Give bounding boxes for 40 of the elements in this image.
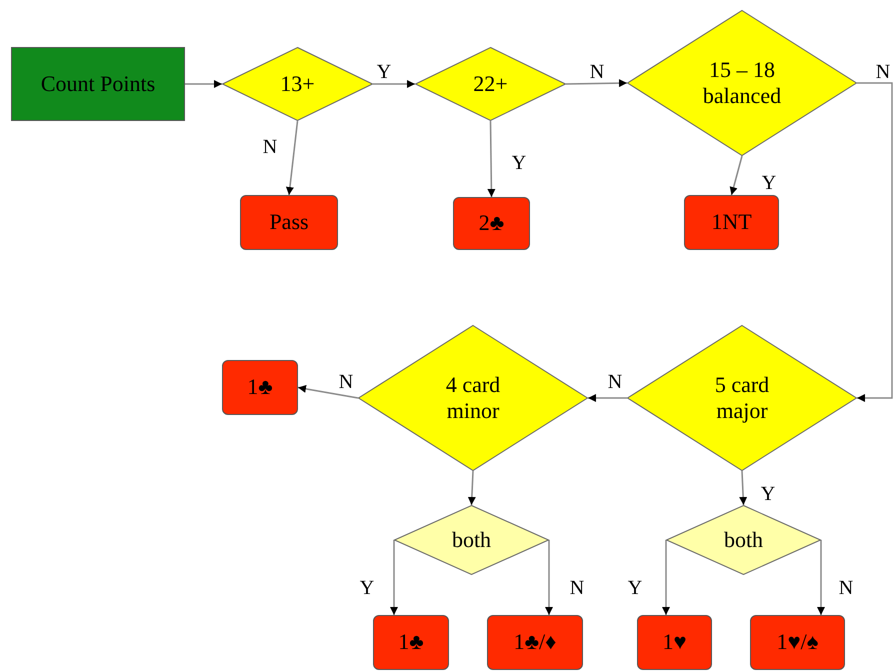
node-label: 15 – 18 balanced [702, 56, 782, 110]
node-label: Count Points [40, 70, 156, 98]
arrow [739, 470, 748, 506]
arrow [566, 79, 628, 88]
arrow [487, 120, 496, 198]
arrow [286, 120, 298, 196]
node-label: both [452, 526, 492, 554]
node-label: 4 card minor [444, 372, 502, 424]
node-label: 1♣/♦ [514, 629, 556, 656]
result-box [684, 195, 779, 250]
arrow [857, 82, 893, 402]
node-label: 2♣ [478, 210, 504, 237]
result-box [487, 615, 583, 670]
arrow [298, 384, 358, 399]
result-box [637, 615, 712, 670]
arrow [662, 540, 670, 615]
node-label: 1♥ [662, 629, 687, 656]
node-label: 13+ [280, 70, 315, 98]
node-label: 1♣ [247, 374, 273, 401]
node-label: 1♣ [398, 629, 424, 656]
start-box [11, 47, 185, 121]
node-label: Pass [269, 209, 309, 236]
node-label: 1NT [711, 209, 752, 236]
arrow [185, 80, 222, 88]
node-label: 1♥/♠ [776, 629, 818, 656]
node-label: 5 card major [714, 372, 770, 424]
result-box [453, 197, 530, 250]
arrow [588, 394, 627, 402]
arrow [390, 540, 398, 615]
result-box [222, 360, 298, 415]
result-box [750, 615, 845, 670]
arrow [468, 470, 476, 506]
arrow [373, 80, 415, 88]
node-label: 22+ [473, 70, 508, 98]
arrow [817, 540, 825, 615]
result-box [373, 615, 449, 670]
node-label: both [724, 526, 764, 554]
result-box [240, 195, 338, 250]
arrow [545, 540, 553, 615]
arrow [730, 156, 743, 196]
